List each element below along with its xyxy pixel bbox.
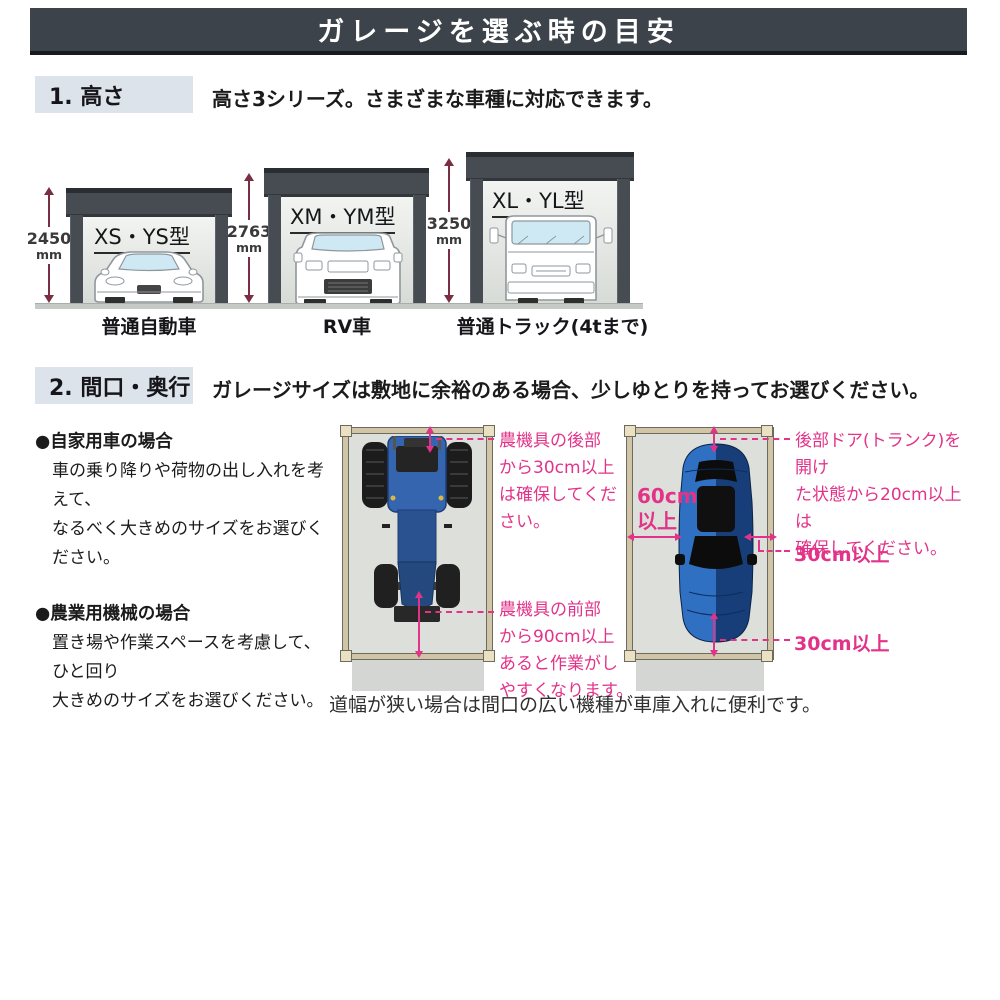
garage-corner-post [761, 650, 773, 662]
garage-corner-post [483, 650, 495, 662]
height-value: 3250 [426, 214, 472, 233]
advice-private-car: ●自家用車の場合 車の乗り降りや荷物の出し入れを考えて、 なるべく大きめのサイズ… [35, 428, 335, 573]
garage-apron-shadow [352, 659, 484, 691]
garage-corner-post [624, 650, 636, 662]
height-arrow-xs-ys: 2450 mm [27, 187, 71, 303]
garage-pillar-left [470, 179, 483, 305]
advice-heading: ●自家用車の場合 [35, 432, 173, 452]
section1-badge: 1. 高さ [35, 76, 193, 113]
arrow-up-icon [444, 158, 454, 166]
garage-corner-post [761, 425, 773, 437]
garage-corner-post [340, 650, 352, 662]
garage-corner-post [483, 425, 495, 437]
left-clearance-arrow [627, 533, 682, 541]
note-line: は確保してくだ [499, 485, 617, 505]
note-line: 以上 [637, 509, 677, 533]
arrow-down-icon [44, 295, 54, 303]
garage-pillar-right [413, 195, 426, 305]
tractor-front-note: 農機具の前部 から90cm以上 あると作業がし やすくなります。 [499, 597, 635, 705]
page-title: ガレージを選ぶ時の目安 [317, 17, 680, 48]
note-line: さい。 [499, 512, 550, 532]
garage-roof [264, 168, 429, 197]
note-line: 60cm [637, 484, 698, 508]
note-line: から30cm以上 [499, 458, 615, 478]
arrow-down-icon [244, 295, 254, 303]
left-clearance-label: 60cm 以上 [637, 484, 698, 534]
side-clearance-arrow [744, 533, 777, 541]
header-bar: ガレージを選ぶ時の目安 [30, 8, 967, 55]
note-line: から90cm以上 [499, 627, 615, 647]
height-arrow-xl-yl: 3250 mm [427, 158, 471, 303]
car-topview-illustration [675, 443, 757, 643]
advice-line: なるべく大きめのサイズをお選びください。 [52, 519, 324, 568]
garage-roof [466, 152, 634, 181]
note-line: 農機具の前部 [499, 600, 601, 620]
car-front-clearance-dash [720, 639, 790, 641]
height-arrow-xm-ym: 2763 mm [227, 173, 271, 303]
garage-apron-shadow [636, 659, 764, 691]
car-rear-note: 後部ドア(トランク)を開け た状態から20cm以上は 確保してください。 [795, 428, 970, 563]
sedan-illustration [94, 251, 204, 303]
section1-description: 高さ3シリーズ。さまざまな車種に対応できます。 [212, 87, 663, 111]
note-line: 農機具の後部 [499, 431, 601, 451]
note-line: やすくなります。 [499, 681, 634, 701]
vehicle-label-sedan: 普通自動車 [101, 316, 197, 338]
note-line: あると作業がし [499, 654, 618, 674]
car-front-clearance-arrow [710, 612, 718, 657]
height-unit: mm [435, 232, 463, 247]
section2-badge: 2. 間口・奥行 [35, 367, 193, 404]
suv-illustration [293, 232, 403, 305]
advice-farm-machine: ●農業用機械の場合 置き場や作業スペースを考慮して、ひと回り 大きめのサイズをお… [35, 600, 335, 716]
height-unit: mm [235, 239, 263, 255]
height-unit: mm [35, 246, 63, 262]
side-clearance-dash [758, 550, 790, 552]
note-line: 確保してください。 [795, 539, 947, 559]
advice-line: 大きめのサイズをお選びください。 [52, 691, 324, 711]
advice-heading: ●農業用機械の場合 [35, 604, 191, 624]
truck-illustration [489, 215, 613, 305]
side-clearance-label: 30cm以上 [794, 544, 890, 566]
garage-pillar-left [268, 195, 281, 305]
rear-clearance-dash [436, 438, 494, 440]
side-clearance-dash-v [758, 540, 760, 551]
height-value: 2450 [26, 228, 72, 248]
note-line: 後部ドア(トランク)を開け [795, 431, 962, 478]
garage-pillar-right [215, 215, 228, 305]
front-clearance-dash [425, 611, 494, 613]
trunk-clearance-arrow [710, 426, 718, 453]
note-line: た状態から20cm以上は [795, 485, 962, 532]
advice-block: ●自家用車の場合 車の乗り降りや荷物の出し入れを考えて、 なるべく大きめのサイズ… [35, 428, 335, 716]
section2-description: ガレージサイズは敷地に余裕のある場合、少しゆとりを持ってお選びください。 [212, 378, 930, 402]
trunk-clearance-dash [720, 438, 790, 440]
arrow-down-icon [444, 295, 454, 303]
garage-roof [66, 188, 232, 217]
arrow-up-icon [244, 173, 254, 181]
tractor-rear-note: 農機具の後部 から30cm以上 は確保してくだ さい。 [499, 428, 631, 536]
ground-line [35, 303, 643, 309]
advice-line: 置き場や作業スペースを考慮して、ひと回り [52, 633, 321, 682]
garage-corner-post [340, 425, 352, 437]
advice-line: 車の乗り降りや荷物の出し入れを考えて、 [52, 461, 324, 510]
tractor-illustration [362, 436, 472, 622]
footer-note: 道幅が狭い場合は間口の広い機種が車庫入れに便利です。 [328, 694, 822, 716]
garage-corner-post [624, 425, 636, 437]
section2-label: 2. 間口・奥行 [49, 375, 191, 401]
rear-clearance-arrow [426, 426, 434, 453]
vehicle-label-truck: 普通トラック(4tまで) [456, 316, 649, 338]
height-value: 2763 [226, 221, 272, 241]
arrow-up-icon [44, 187, 54, 195]
garage-pillar-left [70, 215, 83, 305]
section1-label: 1. 高さ [49, 84, 125, 110]
vehicle-label-rv: RV車 [322, 316, 372, 338]
front-clearance-arrow [415, 591, 423, 658]
garage-pillar-right [617, 179, 630, 305]
front-clearance-label: 30cm以上 [794, 633, 890, 655]
